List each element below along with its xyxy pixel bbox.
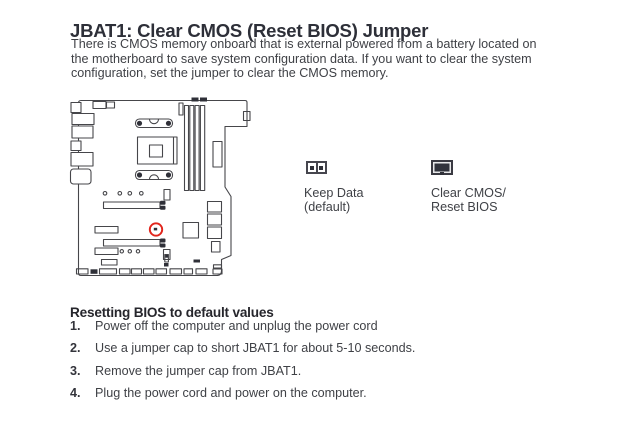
step-text: Power off the computer and unplug the po…	[95, 319, 378, 333]
intro-line: the motherboard to save system configura…	[71, 51, 532, 66]
jumper-capped-label-line2: Reset BIOS	[431, 200, 498, 215]
m2-slot	[94, 225, 119, 234]
jumper-open-label-line2: (default)	[304, 200, 351, 215]
atx-power-connector	[212, 140, 223, 168]
step-number: 2.	[70, 341, 81, 356]
jbat1-location-marker	[148, 222, 164, 237]
jumper-open-icon	[306, 161, 327, 174]
mark	[193, 259, 200, 263]
screw-holes	[119, 249, 141, 254]
cpu-socket	[136, 136, 178, 165]
pin-header-cap	[165, 254, 168, 258]
m2-standoff	[162, 248, 171, 261]
cpu-socket-area	[134, 118, 178, 181]
chipset	[182, 221, 200, 239]
intro-line: configuration, set the jumper to clear t…	[71, 66, 389, 81]
screw-holes	[102, 190, 144, 196]
sata-ports	[206, 200, 223, 240]
jumper-pin-divider	[316, 163, 318, 172]
pcie-latch	[160, 200, 166, 210]
jumper-capped-label-line1: Clear CMOS/	[431, 186, 506, 200]
jumper-pin	[318, 165, 323, 170]
bottom-headers	[75, 264, 223, 275]
step-text: Plug the power cord and power on the com…	[95, 385, 367, 400]
fan-headers	[191, 97, 207, 102]
intro-paragraph: There is CMOS memory onboard that is ext…	[71, 37, 536, 81]
jumper-open-label: Keep Data (default)	[304, 186, 364, 214]
rear-io-ports	[69, 101, 95, 185]
section-heading: Resetting BIOS to default values	[70, 305, 274, 321]
cpu-fan-header	[178, 102, 184, 116]
list-item: 4. Plug the power cord and power on the …	[70, 386, 415, 400]
page-title: JBAT1: Clear CMOS (Reset BIOS) Jumper	[70, 20, 429, 42]
jumper-open-label-line1: Keep Data	[304, 186, 364, 200]
ram-slots	[183, 104, 206, 192]
usb-header	[210, 240, 221, 253]
m2-slot	[94, 247, 119, 256]
step-number: 3.	[70, 363, 81, 378]
m2-standoff	[163, 188, 171, 201]
board-outline	[77, 99, 248, 277]
jumper-capped-label: Clear CMOS/ Reset BIOS	[431, 186, 506, 214]
list-item: 2. Use a jumper cap to short JBAT1 for a…	[70, 341, 415, 355]
m2-slot	[100, 258, 118, 266]
list-item: 3. Remove the jumper cap from JBAT1.	[70, 364, 415, 378]
mark	[164, 263, 169, 267]
step-text: Use a jumper cap to short JBAT1 for abou…	[95, 341, 416, 356]
jumper-cap-tab	[440, 172, 444, 175]
pcie-slot	[102, 201, 161, 210]
jbat1-jumper-pins	[153, 227, 158, 231]
pin-header	[164, 253, 169, 263]
top-header	[105, 101, 116, 109]
jumper-pin	[310, 165, 315, 170]
pcie-slot	[102, 238, 161, 247]
pcie-latch	[160, 238, 166, 248]
list-item: 1. Power off the computer and unplug the…	[70, 319, 415, 333]
edge-connector	[242, 110, 251, 122]
jumper-capped-icon	[431, 160, 453, 175]
step-number: 1.	[70, 319, 81, 333]
instruction-steps: 1. Power off the computer and unplug the…	[70, 319, 415, 408]
step-text: Remove the jumper cap from JBAT1.	[95, 363, 302, 378]
step-number: 4.	[70, 385, 81, 400]
motherboard-diagram	[60, 94, 255, 284]
intro-line: There is CMOS memory onboard that is ext…	[71, 37, 537, 51]
